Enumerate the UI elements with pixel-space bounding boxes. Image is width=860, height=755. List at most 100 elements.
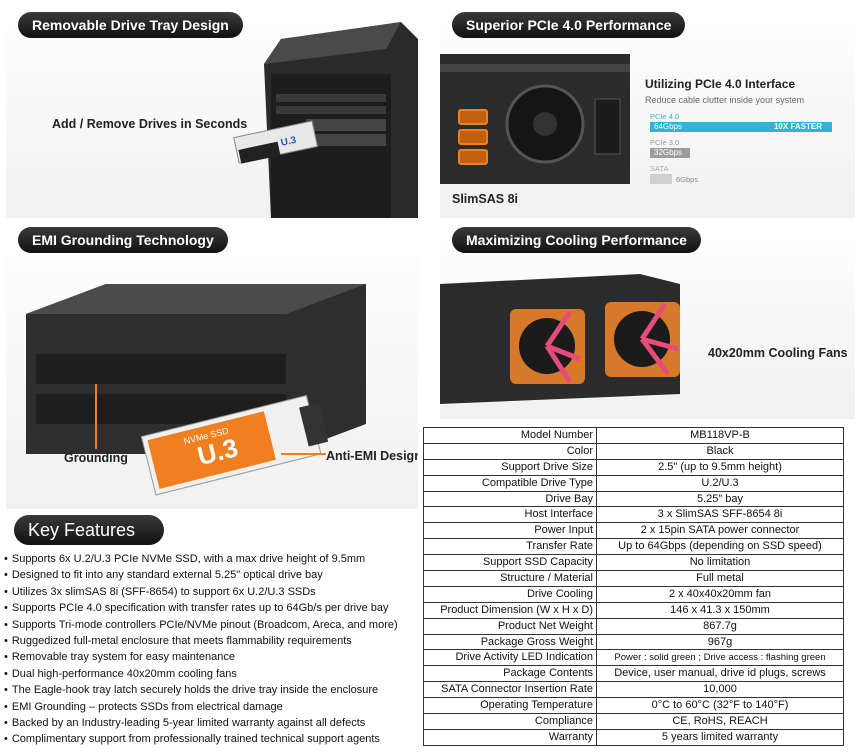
pcie-heading: Utilizing PCIe 4.0 Interface bbox=[645, 77, 796, 91]
spec-key: Color bbox=[423, 442, 597, 460]
drive-tray-panel: U.3 Removable Drive Tray Design Add / Re… bbox=[6, 4, 418, 218]
spec-key: Support SSD Capacity bbox=[423, 554, 597, 572]
cooling-fans-image bbox=[440, 274, 680, 404]
spec-value: MB118VP-B bbox=[596, 427, 844, 444]
bar-label-sata: SATA bbox=[650, 164, 669, 173]
emi-caption-grounding: Grounding bbox=[64, 451, 128, 465]
spec-value: Full metal bbox=[596, 570, 844, 587]
spec-value: 146 x 41.3 x 150mm bbox=[596, 601, 844, 619]
bar-value-pcie3: 32Gbps bbox=[654, 148, 683, 157]
spec-key: Compatible Drive Type bbox=[423, 474, 597, 492]
spec-value: 967g bbox=[596, 633, 844, 651]
spec-key: Product Net Weight bbox=[423, 617, 597, 635]
spec-value: Power : solid green ; Drive access : fla… bbox=[596, 649, 844, 667]
pcie-title: Superior PCIe 4.0 Performance bbox=[452, 12, 686, 38]
feature-item: Complimentary support from professionall… bbox=[4, 731, 414, 747]
bar-note-pcie4: 10X FASTER bbox=[773, 122, 822, 131]
spec-value: Black bbox=[596, 442, 844, 460]
drive-tray-title: Removable Drive Tray Design bbox=[18, 12, 243, 38]
feature-item: EMI Grounding – protects SSDs from elect… bbox=[4, 699, 414, 715]
spec-key: Host Interface bbox=[423, 506, 597, 524]
feature-item: Ruggedized full-metal enclosure that mee… bbox=[4, 633, 414, 649]
spec-key: Product Dimension (W x H x D) bbox=[423, 601, 597, 619]
emi-caption-anti-emi: Anti-EMI Design bbox=[326, 449, 418, 463]
table-row: Product Dimension (W x H x D)146 x 41.3 … bbox=[423, 601, 844, 619]
spec-value: No limitation bbox=[596, 554, 844, 572]
feature-item: The Eagle-hook tray latch securely holds… bbox=[4, 682, 414, 698]
svg-text:U.3: U.3 bbox=[280, 135, 298, 149]
spec-key: Compliance bbox=[423, 713, 597, 730]
spec-key: Transfer Rate bbox=[423, 538, 597, 556]
feature-item: Supports Tri-mode controllers PCIe/NVMe … bbox=[4, 617, 414, 633]
pcie-panel: Superior PCIe 4.0 Performance SlimSAS 8i bbox=[440, 4, 855, 218]
spec-key: SATA Connector Insertion Rate bbox=[423, 681, 597, 699]
spec-value: 0°C to 60°C (32°F to 140°F) bbox=[596, 697, 844, 715]
pcie-caption: SlimSAS 8i bbox=[452, 192, 518, 206]
spec-key: Model Number bbox=[423, 427, 597, 444]
feature-item: Utilizes 3x slimSAS 8i (SFF-8654) to sup… bbox=[4, 584, 414, 600]
key-features-title: Key Features bbox=[14, 515, 164, 545]
drive-cage-front-image: U.3 NVMe SSD bbox=[26, 284, 366, 496]
spec-value: 5 years limited warranty bbox=[596, 728, 844, 746]
spec-key: Drive Bay bbox=[423, 490, 597, 508]
workstation-tower-image: U.3 bbox=[233, 22, 418, 218]
spec-value: Device, user manual, drive id plugs, scr… bbox=[596, 665, 844, 683]
bar-sata bbox=[650, 174, 672, 184]
pcie-subheading: Reduce cable clutter inside your system bbox=[645, 95, 805, 105]
spec-value: Up to 64Gbps (depending on SSD speed) bbox=[596, 538, 844, 556]
feature-item: Supports PCIe 4.0 specification with tra… bbox=[4, 600, 414, 616]
spec-key: Power Input bbox=[423, 522, 597, 540]
spec-key: Structure / Material bbox=[423, 570, 597, 587]
spec-value: 10,000 bbox=[596, 681, 844, 699]
bar-pcie3: 32Gbps bbox=[650, 148, 690, 158]
spec-key: Support Drive Size bbox=[423, 458, 597, 476]
bar-value-pcie4: 64Gbps bbox=[654, 122, 683, 131]
feature-item: Dual high-performance 40x20mm cooling fa… bbox=[4, 666, 414, 682]
spec-key: Drive Cooling bbox=[423, 585, 597, 603]
cooling-title: Maximizing Cooling Performance bbox=[452, 227, 701, 253]
slimsas-port-3 bbox=[458, 149, 488, 165]
drive-tray-caption: Add / Remove Drives in Seconds bbox=[52, 117, 248, 131]
slimsas-port-2 bbox=[458, 129, 488, 145]
spec-key: Warranty bbox=[423, 728, 597, 746]
bar-label-pcie4: PCIe 4.0 bbox=[650, 112, 680, 121]
spec-key: Package Gross Weight bbox=[423, 633, 597, 651]
spec-value: 2.5" (up to 9.5mm height) bbox=[596, 458, 844, 476]
feature-item: Backed by an Industry-leading 5-year lim… bbox=[4, 715, 414, 731]
spec-key: Drive Activity LED Indication bbox=[423, 649, 597, 667]
spec-value: U.2/U.3 bbox=[596, 474, 844, 492]
spec-value: CE, RoHS, REACH bbox=[596, 713, 844, 730]
spec-key: Package Contents bbox=[423, 665, 597, 683]
spec-key: Operating Temperature bbox=[423, 697, 597, 715]
spec-value: 2 x 15pin SATA power connector bbox=[596, 522, 844, 540]
spec-value: 5.25" bay bbox=[596, 490, 844, 508]
bar-value-sata: 6Gbps bbox=[676, 175, 699, 184]
emi-title: EMI Grounding Technology bbox=[18, 227, 228, 253]
feature-item: Designed to fit into any standard extern… bbox=[4, 567, 414, 583]
spec-value: 867.7g bbox=[596, 617, 844, 635]
cooling-caption: 40x20mm Cooling Fans bbox=[708, 346, 848, 360]
spec-value: 2 x 40x40x20mm fan bbox=[596, 585, 844, 603]
slimsas-port-1 bbox=[458, 109, 488, 125]
bar-label-pcie3: PCIe 3.0 bbox=[650, 138, 680, 147]
spec-value: 3 x SlimSAS SFF-8654 8i bbox=[596, 506, 844, 524]
